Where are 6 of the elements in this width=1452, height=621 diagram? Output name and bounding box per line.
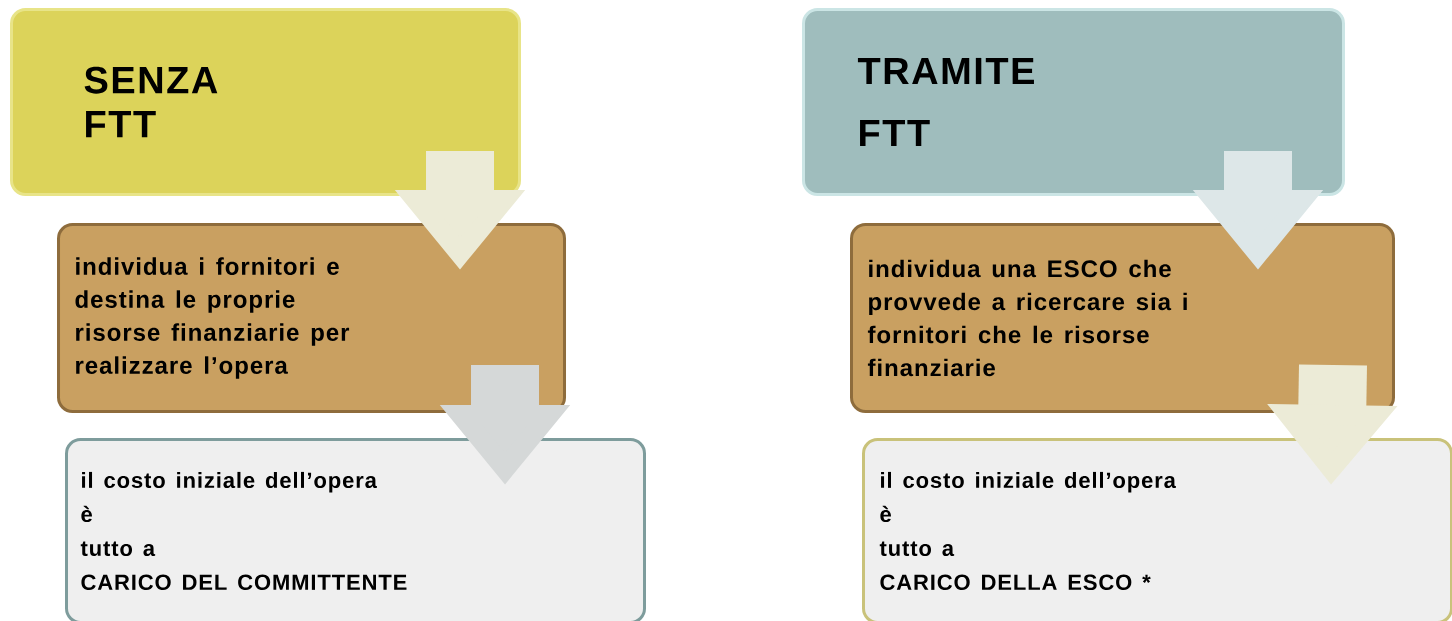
result-box: il costo iniziale dell’opera è tutto a CARICO DELLA ESCO * (862, 438, 1452, 621)
process-box: individua i fornitori e destina le proprie risorse finanziarie per realizzare l’opera (57, 223, 566, 413)
process-box: individua una ESCO che provvede a ricercare sia i fornitori che le risorse finanziarie (850, 223, 1395, 413)
result-box: il costo iniziale dell’opera è tutto a CARICO DEL COMMITTENTE (65, 438, 646, 621)
title-box: SENZA FTT (10, 8, 521, 196)
title-box: TRAMITE FTT (802, 8, 1345, 196)
